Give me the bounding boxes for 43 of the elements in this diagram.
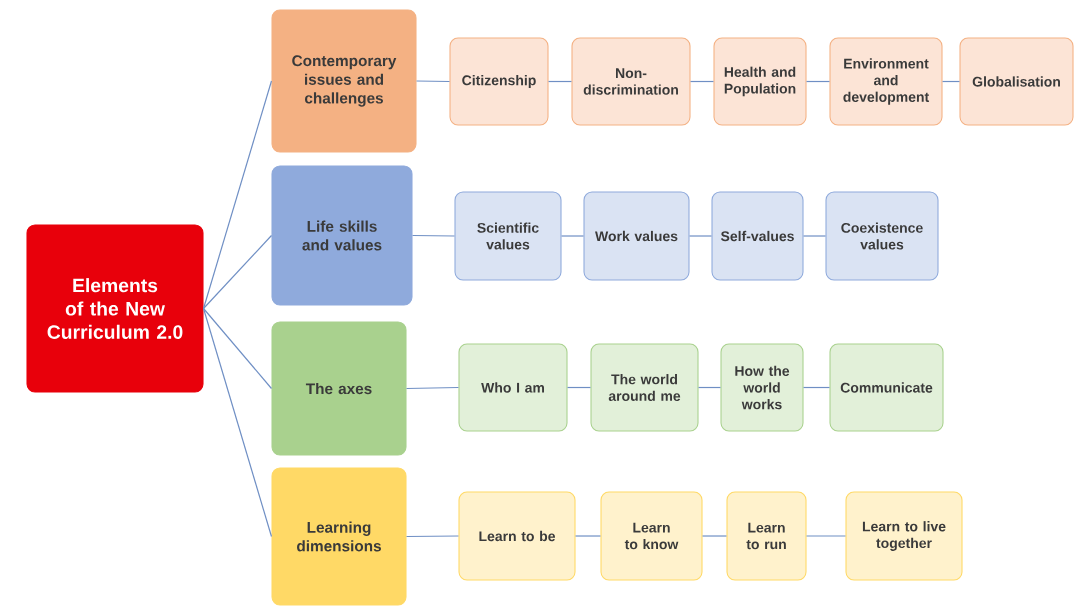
connector-line [405,535,460,538]
connector-line [805,80,831,83]
connector-line [405,386,460,390]
connector-line [688,235,713,237]
connector-line [802,386,831,389]
item-box: Learn to run [726,491,807,581]
item-box: Coexistence values [825,191,939,281]
connector-line [202,80,273,310]
connector-line [697,386,722,389]
connector-line [701,535,728,537]
item-box: Learn to be [458,491,576,581]
item-box: The world around me [590,343,699,432]
category-box: Learning dimensions [271,467,407,606]
item-box: Work values [583,191,690,281]
connector-line [802,235,827,237]
item-box: Who I am [458,343,568,432]
root-box: Elements of the New Curriculum 2.0 [26,224,204,393]
item-box: Communicate [829,343,944,432]
connector-line [689,80,715,83]
category-box: Contemporary issues and challenges [271,9,417,153]
item-box: Self-values [711,191,804,281]
connector-line [202,307,273,390]
item-box: Non-discrimination [571,37,691,126]
connector-line [560,235,585,237]
item-box: Globalisation [959,37,1074,126]
connector-line [566,386,592,389]
item-box: Scientific values [454,191,562,281]
connector-line [805,535,847,537]
item-box: Environment and development [829,37,943,126]
category-box: Life skills and values [271,165,413,306]
category-box: The axes [271,321,407,456]
item-box: How the world works [720,343,804,432]
item-box: Learn to live together [845,491,963,581]
item-box: Citizenship [449,37,549,126]
connector-line [574,535,602,537]
connector-line [202,307,273,538]
connector-line [941,80,961,83]
item-box: Learn to know [600,491,703,581]
connector-line [202,234,273,310]
connector-line [547,80,573,83]
item-box: Health and Population [713,37,807,126]
connector-line [415,80,451,83]
connector-line [411,234,456,237]
